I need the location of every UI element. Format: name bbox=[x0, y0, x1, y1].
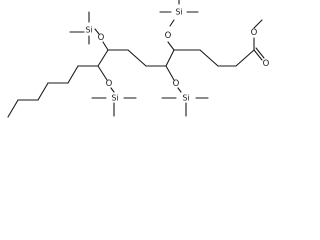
bond bbox=[102, 41, 109, 51]
oxygen-label: O bbox=[263, 59, 270, 69]
bond bbox=[94, 28, 100, 35]
silicon-label: Si bbox=[111, 94, 118, 103]
oxygen-label: O bbox=[106, 79, 113, 89]
bond bbox=[235, 49, 255, 67]
bond bbox=[110, 87, 115, 93]
bond bbox=[7, 99, 19, 118]
bond bbox=[167, 41, 175, 51]
atom-labels: O O O O O O Si Si Si Si bbox=[85, 8, 269, 103]
bond bbox=[253, 19, 263, 29]
skeletal-formula: O O O O O O Si Si Si Si bbox=[7, 0, 270, 118]
bond bbox=[169, 19, 175, 27]
oxygen-label: O bbox=[251, 28, 258, 38]
silicon-label: Si bbox=[182, 94, 189, 103]
bond bbox=[97, 65, 108, 81]
oxygen-label: O bbox=[173, 79, 180, 89]
oxygen-label: O bbox=[98, 33, 105, 43]
bonds bbox=[7, 0, 265, 118]
oxygen-label: O bbox=[165, 31, 172, 41]
bond bbox=[255, 47, 265, 59]
silicon-label: Si bbox=[175, 8, 182, 17]
bond bbox=[199, 49, 219, 67]
bond bbox=[165, 49, 175, 67]
bond bbox=[67, 65, 79, 84]
bond bbox=[127, 49, 147, 67]
bond bbox=[37, 82, 49, 101]
bond bbox=[177, 87, 182, 93]
bond bbox=[97, 49, 109, 67]
silicon-label: Si bbox=[85, 26, 92, 35]
bond bbox=[165, 65, 175, 81]
bond bbox=[253, 49, 263, 61]
